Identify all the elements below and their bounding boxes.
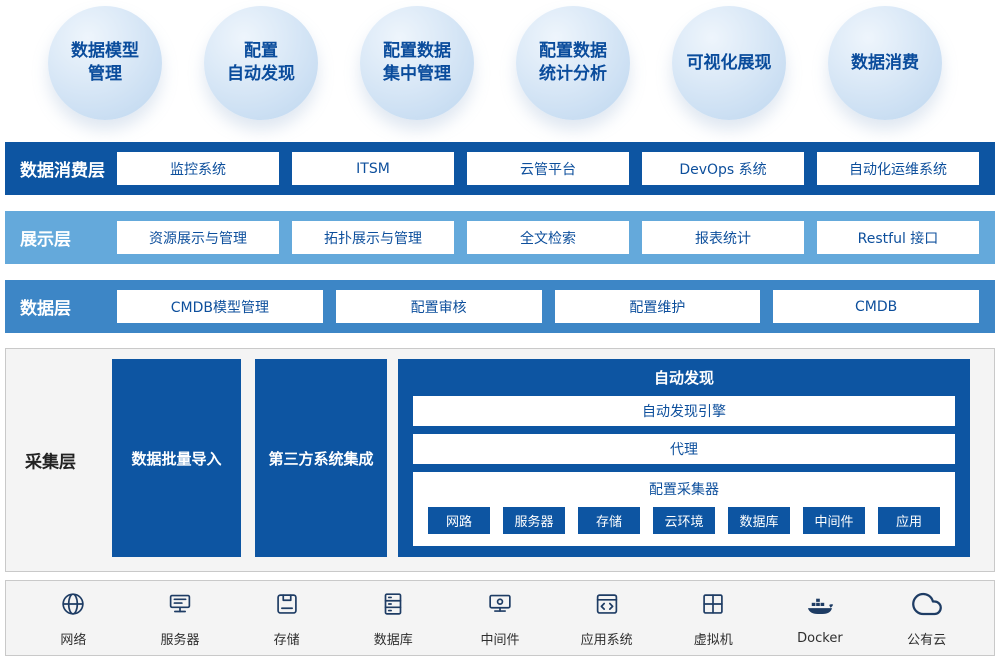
layer-label: 数据层 — [20, 299, 71, 319]
box-config-audit: 配置审核 — [335, 290, 542, 323]
box-devops-system: DevOps 系统 — [642, 152, 804, 185]
bubble-line: 统计分析 — [539, 64, 607, 84]
infra-label: 服务器 — [160, 632, 200, 648]
chip-network: 网路 — [428, 507, 490, 534]
bubble-data-model-mgmt: 数据模型 管理 — [48, 6, 162, 120]
bubble-visualization: 可视化展现 — [672, 6, 786, 120]
box-auto-discovery-engine: 自动发现引擎 — [413, 396, 955, 426]
layer-items: 监控系统 ITSM 云管平台 DevOps 系统 自动化运维系统 — [117, 152, 995, 185]
box-itsm: ITSM — [292, 152, 454, 185]
infra-label: 存储 — [273, 632, 300, 648]
layer-display: 展示层 资源展示与管理 拓扑展示与管理 全文检索 报表统计 Restful 接口 — [5, 211, 995, 264]
infra-item-database: 数据库 — [352, 589, 434, 648]
infra-label: 网络 — [60, 632, 87, 648]
layer-data-consumption: 数据消费层 监控系统 ITSM 云管平台 DevOps 系统 自动化运维系统 — [5, 142, 995, 195]
box-monitoring-system: 监控系统 — [117, 152, 279, 185]
box-report-statistics: 报表统计 — [642, 221, 804, 254]
server-icon — [165, 589, 195, 623]
bubble-config-auto-discovery: 配置 自动发现 — [204, 6, 318, 120]
middleware-icon — [485, 589, 515, 623]
layer-collection: 采集层 数据批量导入 第三方系统集成 自动发现 自动发现引擎 代理 配置采集器 … — [5, 348, 995, 572]
docker-icon — [805, 591, 835, 625]
bubble-line: 配置数据 — [383, 41, 451, 62]
bubble-line: 集中管理 — [383, 64, 451, 84]
infra-item-storage: 存储 — [246, 589, 328, 648]
cloud-icon — [911, 589, 942, 623]
bubble-data-consumption: 数据消费 — [828, 6, 942, 120]
box-automated-ops-system: 自动化运维系统 — [817, 152, 979, 185]
box-cmdb-model-mgmt: CMDB模型管理 — [117, 290, 323, 323]
layer-items: CMDB模型管理 配置审核 配置维护 CMDB — [117, 290, 995, 323]
infra-label: 中间件 — [480, 632, 520, 648]
box-cloud-mgmt-platform: 云管平台 — [467, 152, 629, 185]
database-icon — [378, 589, 408, 623]
layer-items: 资源展示与管理 拓扑展示与管理 全文检索 报表统计 Restful 接口 — [117, 221, 995, 254]
box-topology-display-mgmt: 拓扑展示与管理 — [292, 221, 454, 254]
bubble-line: 自动发现 — [227, 64, 295, 84]
box-config-maintenance: 配置维护 — [554, 290, 761, 323]
layer-label: 采集层 — [25, 452, 76, 473]
layer-label: 数据消费层 — [20, 161, 105, 181]
infra-label: Docker — [797, 630, 843, 646]
storage-icon — [272, 589, 302, 623]
infra-item-vm: 虚拟机 — [672, 589, 754, 648]
chip-storage: 存储 — [578, 507, 640, 534]
infra-label: 应用系统 — [580, 632, 633, 648]
chip-database: 数据库 — [728, 507, 790, 534]
bubble-line: 配置 — [244, 41, 278, 62]
infrastructure-bar: 网络 服务器 存储 数据库 中间件 — [5, 580, 995, 656]
config-collector-title: 配置采集器 — [649, 482, 719, 498]
box-resource-display-mgmt: 资源展示与管理 — [117, 221, 279, 254]
bubble-line: 管理 — [88, 64, 122, 84]
infra-label: 虚拟机 — [693, 632, 733, 648]
box-agent: 代理 — [413, 434, 955, 464]
feature-bubbles: 数据模型 管理 配置 自动发现 配置数据 集中管理 配置数据 统计分析 可视化展… — [48, 6, 942, 120]
auto-discovery-title: 自动发现 — [653, 369, 714, 387]
block-third-party-integration: 第三方系统集成 — [255, 359, 387, 557]
bubble-line: 可视化展现 — [686, 52, 772, 73]
auto-discovery-panel: 自动发现 自动发现引擎 代理 配置采集器 网路 服务器 存储 云环境 数据库 中… — [398, 359, 970, 557]
infra-item-server: 服务器 — [139, 589, 221, 648]
bubble-line: 数据模型 — [71, 41, 139, 62]
config-collector-panel: 配置采集器 网路 服务器 存储 云环境 数据库 中间件 应用 — [413, 472, 955, 546]
layer-label: 展示层 — [20, 230, 71, 250]
chip-server: 服务器 — [503, 507, 565, 534]
bubble-config-data-statistics: 配置数据 统计分析 — [516, 6, 630, 120]
infra-item-public-cloud: 公有云 — [886, 589, 968, 648]
box-restful-api: Restful 接口 — [817, 221, 979, 254]
infra-item-docker: Docker — [779, 591, 861, 646]
app-system-icon — [592, 589, 622, 623]
collector-chips: 网路 服务器 存储 云环境 数据库 中间件 应用 — [413, 507, 955, 534]
infra-label: 公有云 — [907, 632, 947, 648]
infra-item-app-system: 应用系统 — [566, 589, 648, 648]
network-icon — [58, 589, 88, 623]
block-batch-data-import: 数据批量导入 — [112, 359, 241, 557]
chip-middleware: 中间件 — [803, 507, 865, 534]
bubble-config-data-central-mgmt: 配置数据 集中管理 — [360, 6, 474, 120]
box-fulltext-search: 全文检索 — [467, 221, 629, 254]
vm-icon — [698, 589, 728, 623]
chip-application: 应用 — [878, 507, 940, 534]
infra-item-network: 网络 — [32, 589, 114, 648]
box-cmdb: CMDB — [773, 290, 979, 323]
infra-item-middleware: 中间件 — [459, 589, 541, 648]
layer-data: 数据层 CMDB模型管理 配置审核 配置维护 CMDB — [5, 280, 995, 333]
bubble-line: 数据消费 — [851, 52, 919, 73]
bubble-line: 配置数据 — [539, 41, 607, 62]
chip-cloud-env: 云环境 — [653, 507, 715, 534]
infra-label: 数据库 — [373, 632, 413, 648]
